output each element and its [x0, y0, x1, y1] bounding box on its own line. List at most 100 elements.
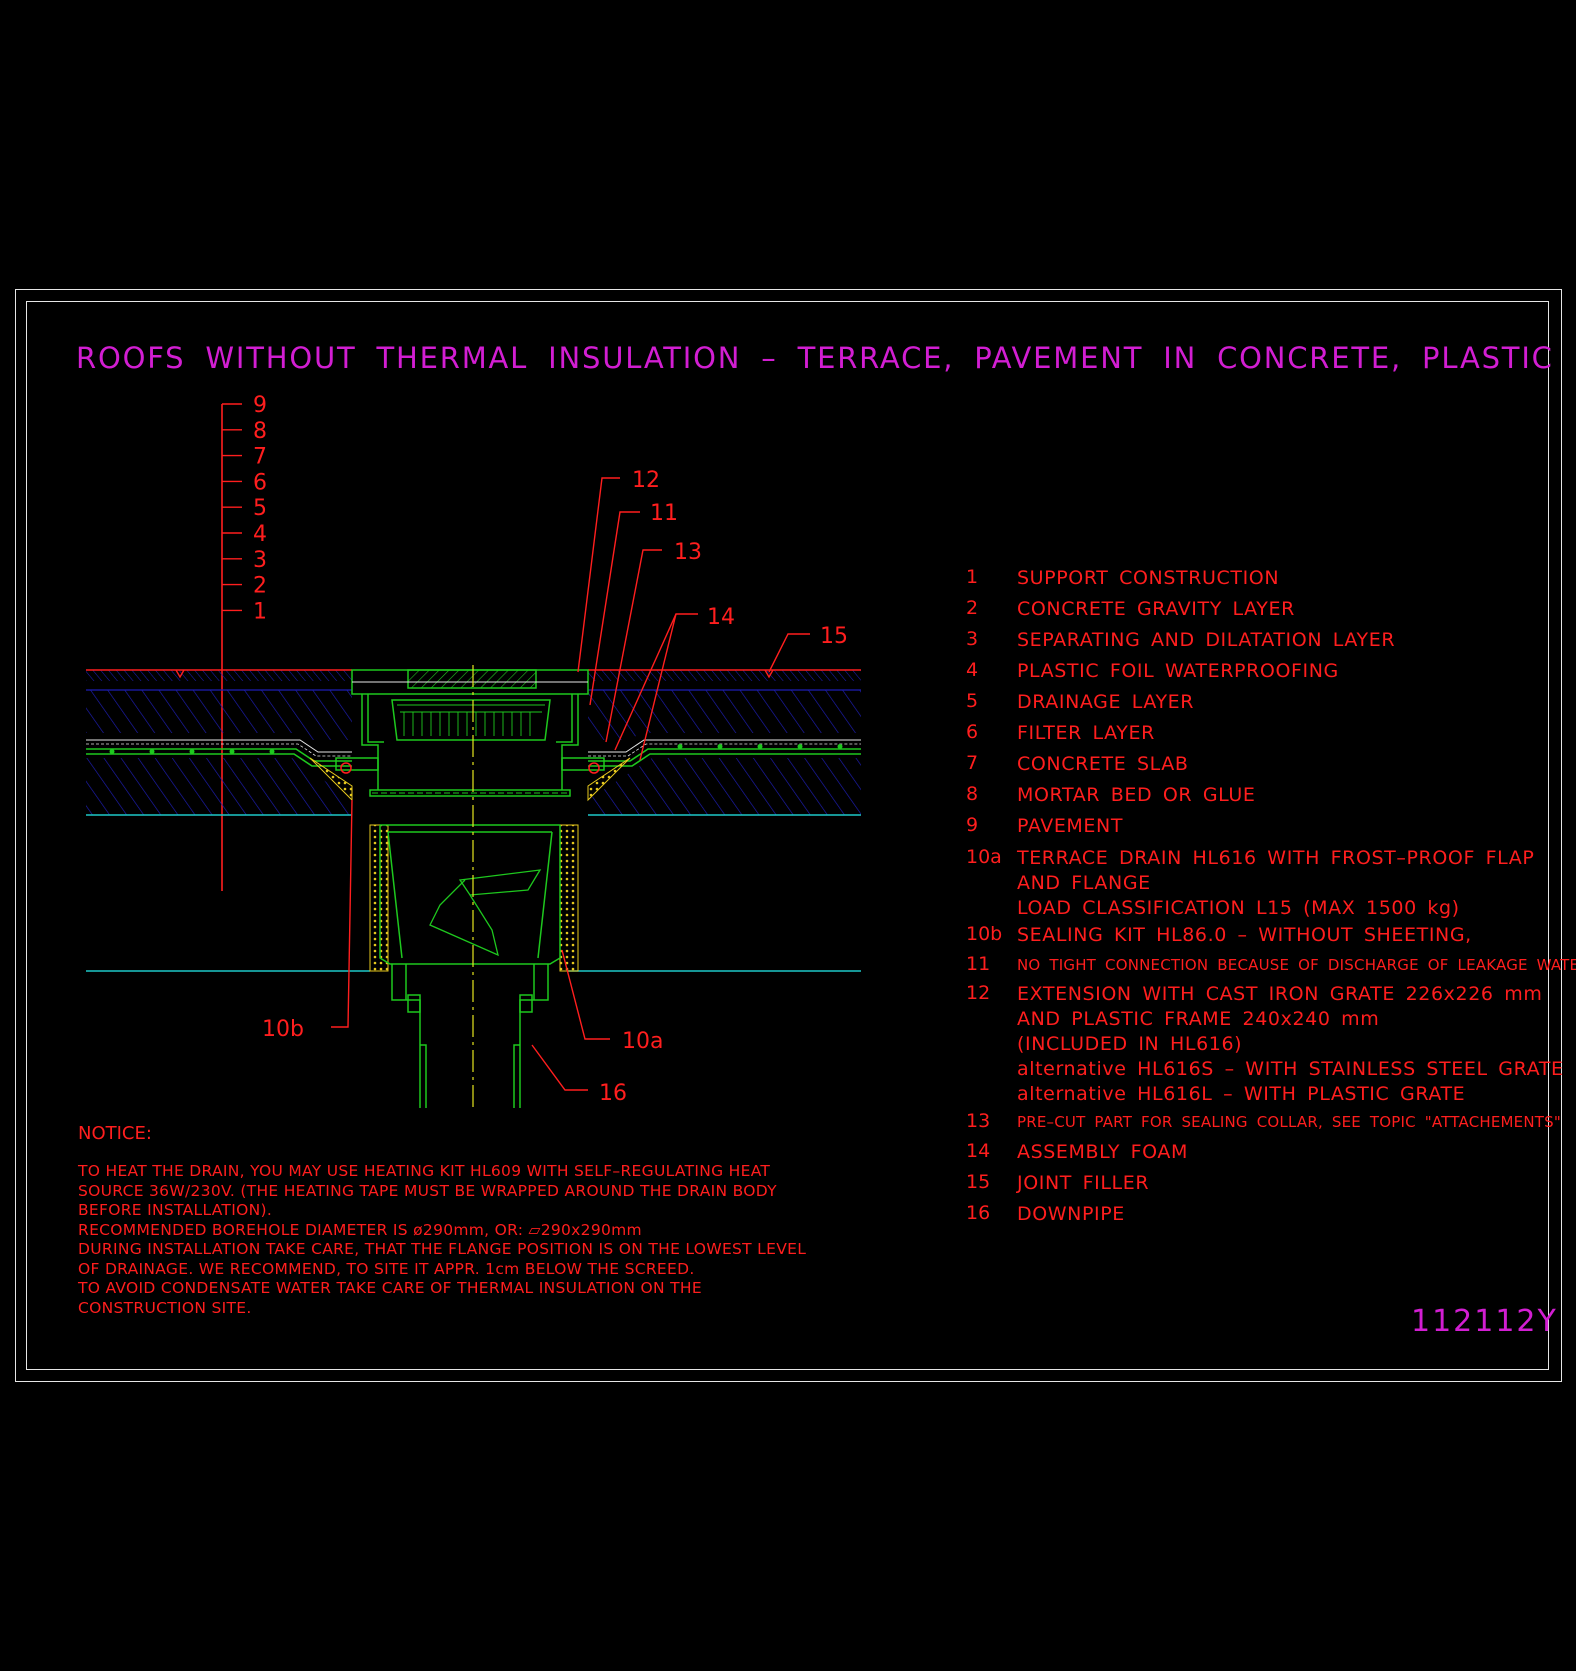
legend-number: 2 — [966, 597, 979, 619]
legend-number: 3 — [966, 628, 979, 650]
legend-number: 12 — [966, 982, 991, 1004]
drawing-title: ROOFS WITHOUT THERMAL INSULATION – TERRA… — [76, 341, 1576, 375]
callout-11: 11 — [650, 501, 678, 526]
callout-10b: 10b — [262, 1017, 304, 1042]
legend-line: JOINT FILLER — [1017, 1172, 1150, 1194]
roof-layers — [86, 669, 861, 972]
notice-line: DURING INSTALLATION TAKE CARE, THAT THE … — [78, 1240, 807, 1258]
layer-scale-label: 6 — [253, 470, 267, 495]
legend-description: DOWNPIPE — [1017, 1202, 1125, 1227]
layer-scale-label: 7 — [253, 445, 267, 470]
legend-description: SEALING KIT HL86.0 – WITHOUT SHEETING, — [1017, 923, 1472, 948]
foil-marker — [837, 744, 843, 749]
legend-description: DRAINAGE LAYER — [1017, 690, 1194, 715]
layer-scale-label: 9 — [253, 393, 267, 418]
legend-number: 5 — [966, 690, 979, 712]
foil-marker — [717, 744, 723, 749]
legend-line: TERRACE DRAIN HL616 WITH FROST–PROOF FLA… — [1017, 847, 1535, 869]
notice-line: RECOMMENDED BOREHOLE DIAMETER IS ø290mm,… — [78, 1220, 642, 1239]
legend-line: SEALING KIT HL86.0 – WITHOUT SHEETING, — [1017, 924, 1472, 946]
legend-number: 10b — [966, 923, 1003, 945]
legend-line: DRAINAGE LAYER — [1017, 691, 1195, 713]
callout-15: 15 — [820, 624, 848, 649]
terrace-drain — [335, 669, 605, 1108]
legend-description: PAVEMENT — [1017, 814, 1123, 839]
legend-description: TERRACE DRAIN HL616 WITH FROST–PROOF FLA… — [1017, 846, 1534, 921]
drawing-border-outer — [15, 289, 1562, 1382]
legend-description: PLASTIC FOIL WATERPROOFING — [1017, 659, 1339, 684]
legend-line: CONCRETE GRAVITY LAYER — [1017, 598, 1295, 620]
legend-description: CONCRETE GRAVITY LAYER — [1017, 597, 1295, 622]
notice-heading: NOTICE: — [78, 1123, 152, 1144]
legend-line: alternative HL616S – WITH STAINLESS STEE… — [1017, 1058, 1564, 1080]
foil-marker — [677, 744, 683, 749]
callout-14: 14 — [707, 605, 735, 630]
legend-number: 8 — [966, 783, 979, 805]
legend-number: 11 — [966, 953, 991, 975]
assembly-foam — [309, 757, 631, 972]
legend-line: AND FLANGE — [1017, 872, 1151, 894]
legend-description: JOINT FILLER — [1017, 1171, 1149, 1196]
foil-marker — [269, 749, 275, 754]
foil-marker — [109, 749, 115, 754]
legend-number: 7 — [966, 752, 979, 774]
legend-line: PAVEMENT — [1017, 815, 1124, 837]
legend-number: 14 — [966, 1140, 991, 1162]
layer-scale-label: 8 — [253, 419, 267, 444]
legend-description: SEPARATING AND DILATATION LAYER — [1017, 628, 1395, 653]
callout-leaders — [331, 477, 810, 1091]
legend-description: CONCRETE SLAB — [1017, 752, 1188, 777]
legend-number: 13 — [966, 1110, 991, 1132]
legend-description: NO TIGHT CONNECTION BECAUSE OF DISCHARGE… — [1017, 953, 1576, 978]
legend-line: MORTAR BED OR GLUE — [1017, 784, 1256, 806]
legend-line: AND PLASTIC FRAME 240x240 mm — [1017, 1008, 1380, 1030]
legend-line: LOAD CLASSIFICATION L15 (MAX 1500 kg) — [1017, 897, 1460, 919]
legend-line: DOWNPIPE — [1017, 1203, 1125, 1225]
layer-scale-label: 1 — [253, 599, 267, 624]
legend-description: MORTAR BED OR GLUE — [1017, 783, 1256, 808]
layer-scale-label: 3 — [253, 548, 267, 573]
drawing-number: 112112Y — [1411, 1304, 1558, 1339]
foil-marker — [189, 749, 195, 754]
legend-line: CONCRETE SLAB — [1017, 753, 1189, 775]
legend-line: alternative HL616L – WITH PLASTIC GRATE — [1017, 1083, 1466, 1105]
legend-description: EXTENSION WITH CAST IRON GRATE 226x226 m… — [1017, 982, 1564, 1107]
callout-labels: 12 11 13 14 15 10b 10a 16 — [262, 468, 848, 1106]
drawing-border-inner — [26, 301, 1549, 1370]
callout-13: 13 — [674, 540, 702, 565]
legend-line: EXTENSION WITH CAST IRON GRATE 226x226 m… — [1017, 983, 1543, 1005]
callout-16: 16 — [599, 1081, 627, 1106]
legend-line: PLASTIC FOIL WATERPROOFING — [1017, 660, 1339, 682]
legend-number: 9 — [966, 814, 979, 836]
legend-number: 6 — [966, 721, 979, 743]
notice-line: OF DRAINAGE. WE RECOMMEND, TO SITE IT AP… — [78, 1259, 695, 1278]
legend-line: PRE–CUT PART FOR SEALING COLLAR, SEE TOP… — [1017, 1113, 1561, 1131]
notice-lines: TO HEAT THE DRAIN, YOU MAY USE HEATING K… — [78, 1162, 818, 1318]
notice-line: BEFORE INSTALLATION). — [78, 1201, 273, 1219]
foil-marker — [229, 749, 235, 754]
legend-number: 4 — [966, 659, 979, 681]
callout-12: 12 — [632, 468, 660, 493]
notice-line: TO HEAT THE DRAIN, YOU MAY USE HEATING K… — [78, 1162, 771, 1180]
legend-line: FILTER LAYER — [1017, 722, 1155, 744]
notice-line: SOURCE 36W/230V. (THE HEATING TAPE MUST … — [78, 1181, 777, 1200]
callout-10a: 10a — [622, 1029, 663, 1054]
layer-scale-label: 2 — [253, 574, 267, 599]
notice-line: CONSTRUCTION SITE. — [78, 1298, 252, 1317]
notice-line: TO AVOID CONDENSATE WATER TAKE CARE OF T… — [78, 1279, 702, 1297]
legend-number: 10a — [966, 846, 1002, 868]
foil-marker — [757, 744, 763, 749]
foil-marker — [149, 749, 155, 754]
layer-scale-label: 4 — [253, 522, 267, 547]
layer-scale-label: 5 — [253, 496, 267, 521]
notice-block: NOTICE: TO HEAT THE DRAIN, YOU MAY USE H… — [78, 1123, 818, 1318]
legend-line: SEPARATING AND DILATATION LAYER — [1017, 629, 1396, 651]
legend-number: 15 — [966, 1171, 991, 1193]
legend-description: FILTER LAYER — [1017, 721, 1155, 746]
legend-line: (INCLUDED IN HL616) — [1017, 1033, 1243, 1055]
legend-number: 1 — [966, 566, 979, 588]
legend-line: NO TIGHT CONNECTION BECAUSE OF DISCHARGE… — [1017, 956, 1576, 974]
legend-number: 16 — [966, 1202, 991, 1224]
legend-description: PRE–CUT PART FOR SEALING COLLAR, SEE TOP… — [1017, 1110, 1561, 1135]
